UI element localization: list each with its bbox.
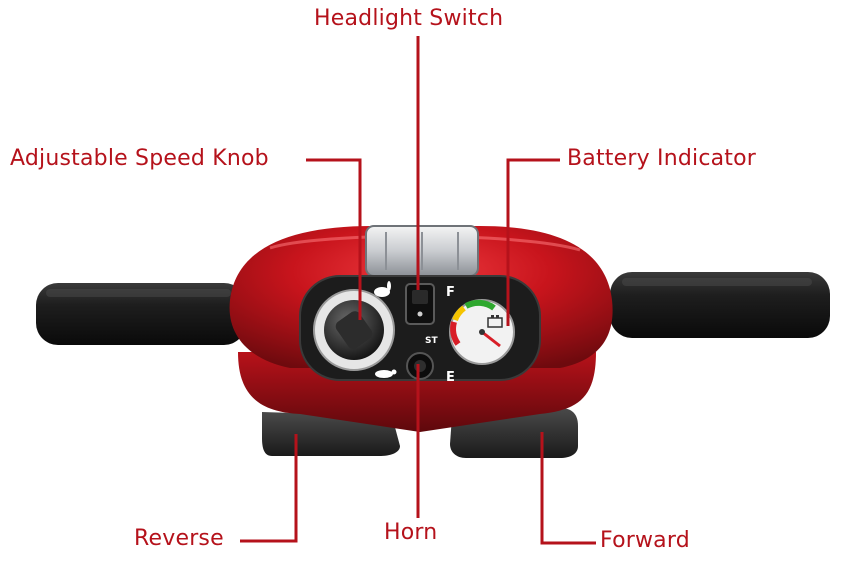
battery-gauge [449, 299, 515, 365]
reverse-label: Reverse [134, 526, 224, 551]
headlight-switch[interactable] [405, 283, 435, 325]
horn-button[interactable] [406, 352, 434, 380]
rabbit-icon [374, 281, 391, 297]
reverse-leader [240, 434, 298, 543]
horn-label: Horn [384, 520, 438, 545]
forward-letter-mark: F [446, 285, 455, 300]
turtle-icon [375, 369, 397, 378]
forward-label: Forward [600, 528, 690, 553]
speed-knob-leader [306, 158, 362, 320]
headlight [365, 225, 479, 277]
battery-indicator-label: Battery Indicator [567, 146, 757, 171]
headlight-switch-label: Headlight Switch [314, 6, 504, 31]
right-handle-grip[interactable] [610, 272, 830, 338]
speed-knob-label: Adjustable Speed Knob [10, 146, 269, 171]
reverse-letter-mark: E [446, 370, 455, 385]
battery-indicator-leader [506, 158, 560, 326]
forward-leader [540, 432, 596, 545]
horn-mark: ST [425, 336, 438, 346]
speed-knob[interactable] [313, 289, 395, 371]
battery-icon [487, 315, 503, 328]
left-handle-grip[interactable] [36, 283, 246, 345]
